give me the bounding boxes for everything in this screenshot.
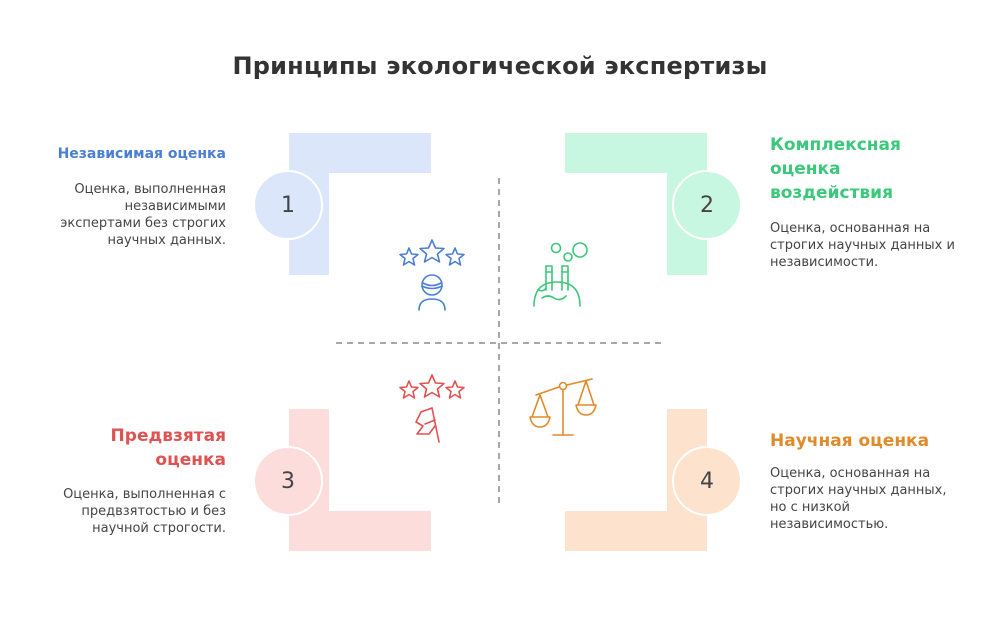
shape-3	[289, 409, 431, 551]
shape-2	[565, 133, 707, 275]
heading-biased: Предвзятая оценка	[110, 426, 226, 470]
factory-globe-icon	[533, 242, 588, 307]
heading-independent: Независимая оценка	[57, 146, 226, 162]
number-circle-2: 2	[672, 170, 742, 240]
heading-scientific: Научная оценка	[770, 431, 930, 451]
number-circle-4: 4	[672, 446, 742, 516]
description-complex: Оценка, основанная на строгих научных да…	[770, 221, 955, 270]
description-scientific: Оценка, основанная на строгих научных да…	[770, 466, 947, 532]
horizontal-divider	[336, 342, 662, 344]
stars-person-icon	[399, 239, 465, 311]
scales-icon	[529, 378, 597, 436]
description-biased: Оценка, выполненная с предвзятостью и бе…	[63, 487, 226, 536]
stars-flag-icon	[399, 374, 465, 443]
description-independent: Оценка, выполненная независимыми эксперт…	[60, 182, 226, 248]
page-title: Принципы экологической экспертизы	[232, 52, 768, 80]
number-circle-1: 1	[253, 170, 323, 240]
shape-1	[289, 133, 431, 275]
heading-complex: Комплексная оценка воздействия	[770, 135, 901, 203]
number-circle-3: 3	[253, 446, 323, 516]
shape-4	[565, 409, 707, 551]
